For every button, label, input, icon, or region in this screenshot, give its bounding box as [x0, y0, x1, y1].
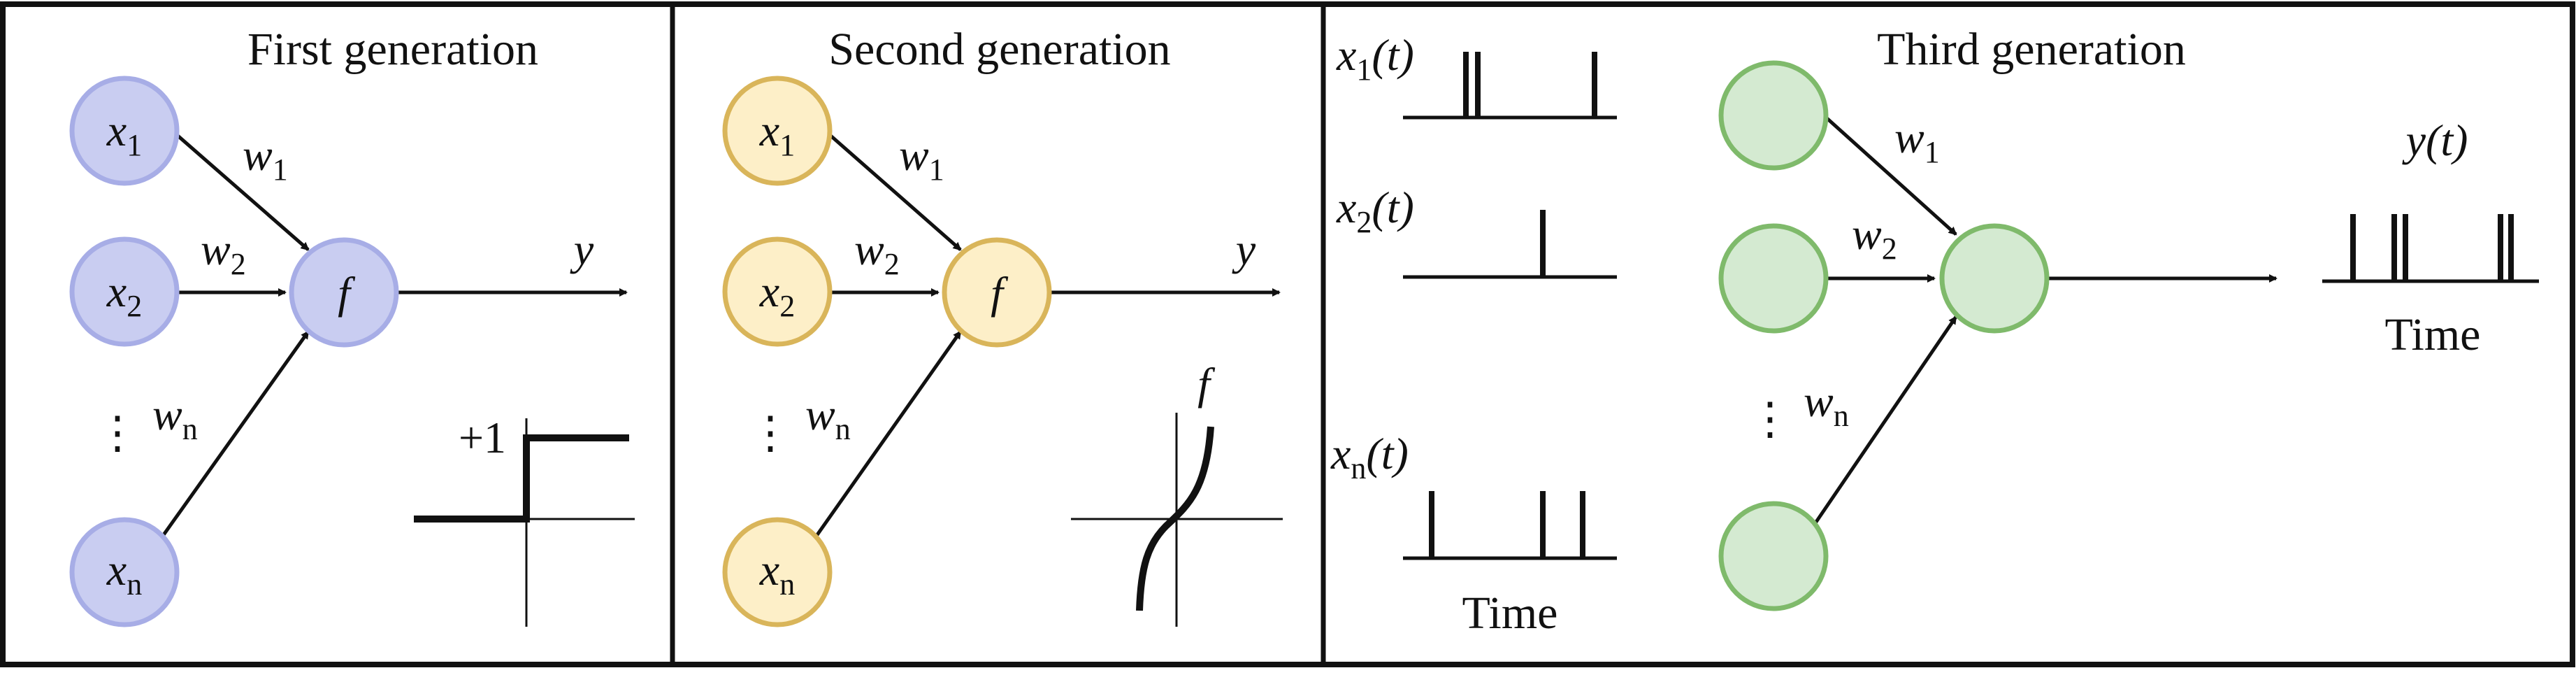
weight-wn: wn	[1804, 376, 1849, 433]
weight-wn: wn	[805, 390, 851, 446]
svg-text:xn: xn	[759, 545, 795, 602]
svg-text:x2: x2	[759, 267, 795, 323]
time-axis-label: Time	[1462, 588, 1558, 639]
svg-text:x1: x1	[106, 106, 142, 162]
sigmoid-activation-plot: f	[1071, 359, 1283, 627]
ellipsis: ⋮	[748, 408, 793, 457]
input-node-1	[1718, 60, 1829, 171]
weight-w1: w1	[899, 130, 944, 187]
spike-train-label: x2(t)	[1336, 183, 1414, 239]
edge-n1-to-neuron	[1823, 115, 1957, 236]
edge-xn-to-neuron	[814, 330, 963, 537]
panel-third-generation: Third generation x1(t) x2(t) xn(t) Time	[1330, 24, 2539, 639]
node-var: x	[106, 106, 127, 155]
activation-label: f	[1197, 359, 1216, 409]
node-sub: 2	[779, 289, 795, 323]
node-sub: 2	[127, 289, 142, 323]
spike-train-label: x1(t)	[1336, 30, 1414, 87]
panel-title: First generation	[247, 24, 538, 75]
node-sub: 1	[779, 128, 795, 162]
node-var: x	[759, 106, 779, 155]
weight-w2: w2	[854, 225, 900, 281]
input-node-x1: x1	[722, 76, 833, 186]
ellipsis: ⋮	[1748, 394, 1792, 443]
node-var: x	[106, 545, 127, 595]
neuron-node: f	[942, 237, 1052, 348]
spike-train-xn: xn(t) Time	[1330, 429, 1617, 639]
node-sub: n	[127, 567, 142, 602]
spike-train-x2: x2(t)	[1336, 183, 1617, 279]
output-label: y	[570, 225, 594, 274]
neuron-node: f	[289, 237, 399, 348]
ellipsis: ⋮	[95, 408, 140, 457]
node-var: x	[106, 267, 127, 316]
spike-train-label: xn(t)	[1330, 429, 1409, 485]
input-node-xn: xn	[722, 517, 833, 627]
svg-text:xn: xn	[106, 545, 142, 602]
input-node-x2: x2	[722, 236, 833, 347]
output-spike-train: y(t) Time	[2322, 115, 2539, 360]
weight-w2: w2	[201, 225, 246, 281]
node-sub: 1	[127, 128, 142, 162]
edge-nn-to-neuron	[1811, 315, 1958, 527]
input-node-x1: x1	[69, 76, 180, 186]
edge-xn-to-neuron	[161, 330, 310, 537]
weight-w1: w1	[1894, 113, 1940, 169]
node-sub: n	[779, 567, 795, 602]
weight-w1: w1	[243, 130, 288, 187]
outer-border	[0, 1, 2575, 667]
neuron-node	[1939, 223, 2050, 334]
weight-w2: w2	[1852, 209, 1897, 266]
panel-second-generation: Second generation x1 x2 xn f w1 w2 wn ⋮ …	[722, 24, 1283, 627]
edge-x1-to-neuron	[828, 133, 962, 251]
input-node-n	[1718, 501, 1829, 611]
svg-text:x2: x2	[106, 267, 142, 323]
output-label: y(t)	[2402, 115, 2468, 165]
panel-title: Third generation	[1877, 24, 2186, 75]
node-var: x	[759, 267, 779, 316]
output-label: y	[1232, 225, 1256, 274]
weight-wn: wn	[152, 390, 198, 446]
node-var: x	[759, 545, 779, 595]
step-activation-plot: +1	[414, 413, 635, 627]
edge-x1-to-neuron	[175, 133, 310, 251]
svg-text:x1: x1	[759, 106, 795, 162]
input-node-x2: x2	[69, 236, 180, 347]
time-axis-label: Time	[2385, 309, 2481, 360]
panel-first-generation: First generation x1 x2 xn f w1 w2 wn ⋮ y	[69, 24, 635, 627]
activation-label: +1	[459, 413, 506, 462]
panel-title: Second generation	[828, 24, 1170, 75]
spike-train-x1: x1(t)	[1336, 30, 1617, 120]
input-node-xn: xn	[69, 517, 180, 627]
input-node-2	[1718, 223, 1829, 334]
